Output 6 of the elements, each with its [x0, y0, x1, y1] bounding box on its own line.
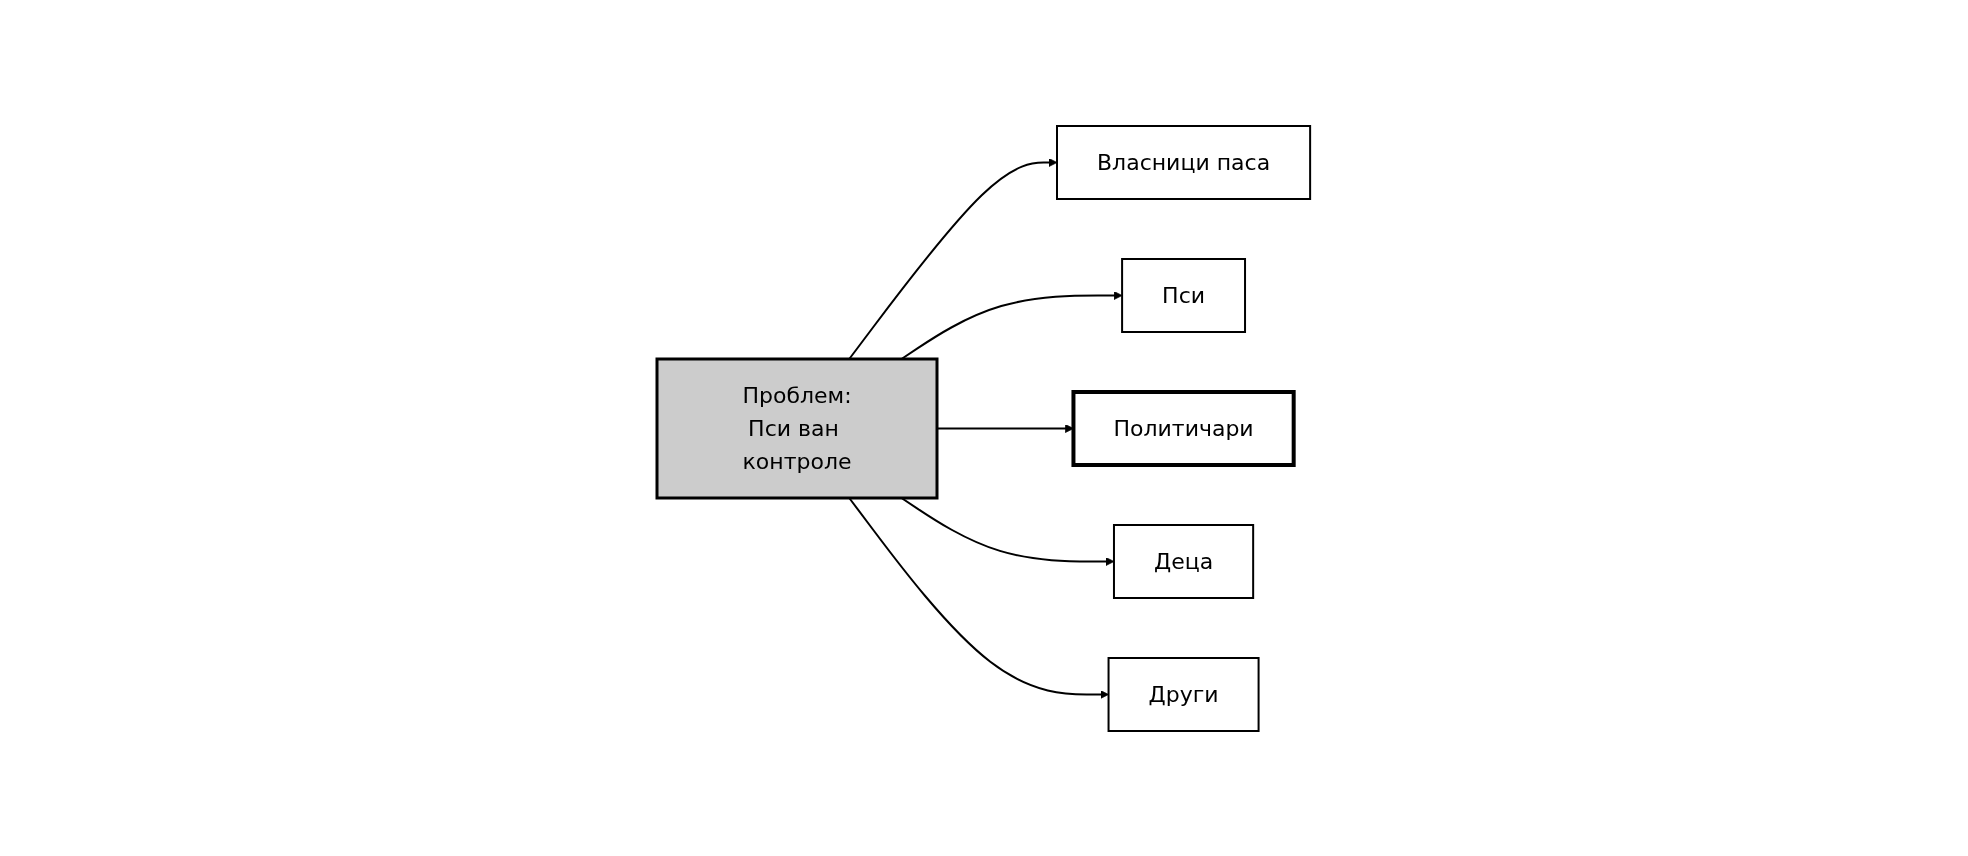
node-box: Деца: [1113, 523, 1255, 599]
node-box: Политичари: [1071, 389, 1297, 467]
node-box: Власници паса: [1056, 124, 1312, 200]
node-box: Пси: [1121, 257, 1247, 333]
node-box: Проблем: Пси ван контроле: [655, 357, 939, 499]
node-box: Други: [1108, 656, 1260, 732]
